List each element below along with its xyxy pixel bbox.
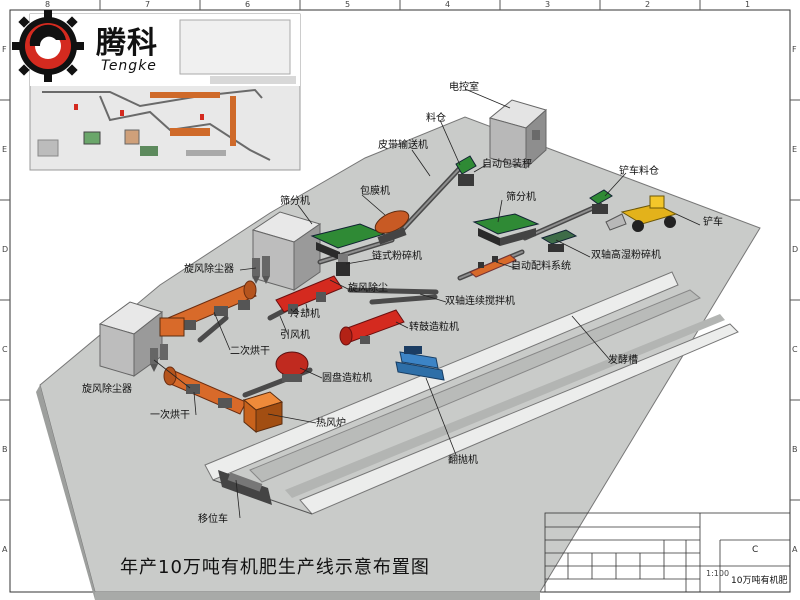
title-block-name: 10万吨有机肥 — [731, 576, 788, 586]
label-auto-packing: 自动包装秤 — [482, 159, 532, 170]
label-auto-batching: 自动配料系统 — [511, 261, 571, 272]
rotary-granulator-drawing — [339, 309, 405, 346]
label-shift-car: 移位车 — [198, 514, 228, 525]
frame-number-5: 5 — [345, 0, 351, 9]
screener-right-drawing — [472, 213, 540, 246]
frame-letter-b-right: B — [792, 445, 798, 454]
label-second-dryer: 二次烘干 — [230, 346, 270, 357]
frame-letter-c-right: C — [792, 345, 798, 354]
label-coating-machine: 包膜机 — [360, 186, 390, 197]
label-belt-conveyor: 皮带输送机 — [378, 140, 428, 151]
logo-name-en: Tengke — [101, 58, 157, 74]
label-cyclone-top: 旋风除尘器 — [184, 264, 234, 275]
induced-fan-drawing — [159, 300, 250, 337]
label-screener-left: 筛分机 — [280, 196, 310, 207]
label-rotary-granulator: 转鼓造粒机 — [409, 322, 459, 333]
frame-letter-e-left: E — [2, 145, 8, 154]
cyclone-top-drawing — [252, 256, 270, 284]
frame-letter-a-right: A — [792, 545, 798, 554]
packing-scale-drawing — [455, 155, 477, 186]
label-turner: 翻抛机 — [448, 455, 478, 466]
title-block-scale: 1:100 — [706, 569, 730, 578]
frame-number-4: 4 — [445, 0, 451, 9]
tengke-logo-gear — [12, 10, 84, 82]
loader-bin-drawing — [589, 189, 613, 214]
first-dryer-drawing — [163, 366, 247, 415]
coating-machine-drawing — [374, 210, 410, 245]
frame-letter-c-left: C — [2, 345, 8, 354]
shift-car-drawing — [218, 470, 272, 505]
frame-number-8: 8 — [45, 0, 51, 9]
auto-batching-drawing — [469, 254, 517, 278]
frame-letter-f-right: F — [792, 45, 797, 54]
diagram-title: 年产10万吨有机肥生产线示意布置图 — [120, 557, 430, 578]
cyclone-left-drawing — [150, 344, 168, 372]
leader-lines — [153, 88, 701, 519]
title-block — [544, 512, 791, 593]
frame-number-2: 2 — [645, 0, 651, 9]
frame-ticks — [0, 0, 800, 501]
loader-drawing — [605, 195, 678, 232]
turner-drawing — [395, 346, 445, 381]
frame-letter-d-right: D — [792, 245, 799, 254]
disc-granulator-drawing — [275, 351, 309, 382]
frame-number-6: 6 — [245, 0, 251, 9]
frame-letter-b-left: B — [2, 445, 8, 454]
label-cyclone-left: 旋风除尘器 — [82, 384, 132, 395]
label-first-dryer: 一次烘干 — [150, 410, 190, 421]
frame-number-3: 3 — [545, 0, 551, 9]
label-chain-crusher: 链式粉碎机 — [372, 251, 422, 262]
logo-name-cn: 腾科 — [96, 26, 158, 61]
twin-shaft-crusher-drawing — [540, 229, 578, 252]
frame-letter-e-right: E — [792, 145, 798, 154]
frame-letter-a-left: A — [2, 545, 8, 554]
screener-left-drawing — [310, 223, 386, 260]
cooler-drawing — [275, 275, 343, 314]
label-cooler: 冷却机 — [290, 309, 320, 320]
label-bin: 料仓 — [426, 113, 446, 124]
label-loader: 铲车 — [703, 217, 723, 228]
hot-air-furnace-drawing — [242, 391, 284, 434]
label-loader-bin: 铲车料仓 — [619, 166, 659, 177]
frame-letter-d-left: D — [2, 245, 9, 254]
label-twin-shaft-mixer: 双轴连续搅拌机 — [445, 296, 515, 307]
frame-letter-f-left: F — [2, 45, 7, 54]
screener-building — [251, 211, 322, 291]
chain-crusher-drawing — [336, 254, 350, 276]
label-induced-fan: 引风机 — [280, 330, 310, 341]
title-block-letter: C — [752, 545, 759, 555]
control-room-building — [488, 99, 547, 170]
label-twin-shaft-crusher: 双轴高湿粉碎机 — [591, 250, 661, 261]
frame-number-1: 1 — [745, 0, 751, 9]
label-control-room: 电控室 — [449, 82, 479, 93]
label-hot-air-furnace: 热风炉 — [316, 418, 346, 429]
label-disc-granulator: 圆盘造粒机 — [322, 373, 372, 384]
label-fermentation-tank: 发酵槽 — [608, 355, 638, 366]
frame-number-7: 7 — [145, 0, 151, 9]
label-screener-right: 筛分机 — [506, 192, 536, 203]
label-cyclone-mid: 旋风除尘 — [348, 283, 388, 294]
